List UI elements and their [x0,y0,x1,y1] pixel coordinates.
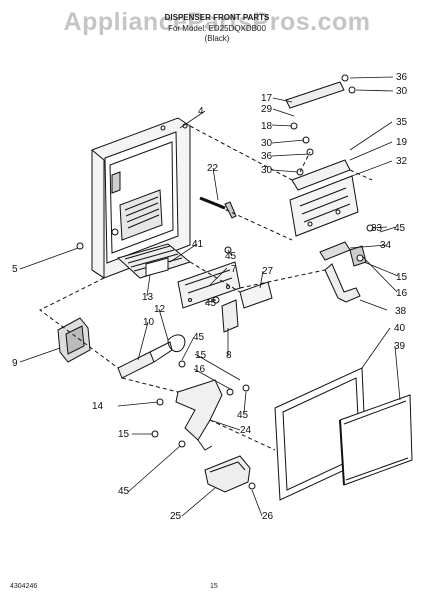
spring-part-12 [167,334,186,353]
callout-26: 26 [262,511,274,522]
callout-45d: 45 [193,332,205,343]
callout-45c: 45 [205,298,217,309]
doc-number: 4304246 [10,583,38,590]
lever-part-10 [117,341,173,379]
callout-36: 36 [396,72,408,83]
chute-part-25 [204,455,251,493]
callout-labels: 36 30 17 29 4 18 35 30 19 36 32 30 22 33… [12,72,408,522]
callout-5: 5 [12,264,18,275]
cross-member-part-17 [285,81,345,109]
callout-4: 4 [198,106,204,117]
screw-parts [76,74,374,490]
callout-15c: 15 [118,429,130,440]
callout-15: 15 [396,272,408,283]
callout-12: 12 [154,304,166,315]
tube-part-22 [199,196,226,210]
callout-18: 18 [261,121,273,132]
leader-lines [19,76,401,517]
callout-34: 34 [380,240,392,251]
callout-7: 7 [231,264,237,275]
callout-45e: 45 [237,410,249,421]
callout-33: 33 [371,223,383,234]
callout-16: 16 [396,288,408,299]
callout-40: 40 [394,323,406,334]
callout-45b: 45 [225,251,237,262]
callout-30: 30 [396,86,408,97]
callout-38: 38 [395,306,407,317]
callout-45f: 45 [118,486,130,497]
callout-41: 41 [192,239,204,250]
callout-32: 32 [396,156,408,167]
callout-14: 14 [92,401,104,412]
callout-15b: 15 [195,350,207,361]
callout-27: 27 [262,266,274,277]
ice-lever-part-24 [175,379,223,451]
page-number: 15 [210,583,218,590]
callout-30c: 30 [261,165,273,176]
callout-8: 8 [226,350,232,361]
switch-part-34 [319,241,351,261]
front-panel-part-39 [339,394,413,486]
callout-45: 45 [394,223,406,234]
callout-35: 30 [261,138,273,149]
callout-24: 24 [240,425,252,436]
callout-29: 29 [261,104,273,115]
diagram-title: DISPENSER FRONT PARTS [164,13,270,22]
actuator-part-38 [324,263,361,303]
color-label: (Black) [204,34,230,43]
callout-10: 10 [143,317,155,328]
callout-17: 17 [261,93,273,104]
callout-13: 13 [142,292,154,303]
bracket-part-27 [239,281,273,309]
actuator-pad-part-9 [57,317,91,363]
assembly-dashed-lines [39,125,373,451]
bracket-part-8 [221,299,239,333]
label-part-41 [145,257,169,277]
callout-25: 25 [170,511,182,522]
callout-36b: 36 [261,151,273,162]
callout-19: 19 [396,137,408,148]
dispenser-housing-part-4 [91,117,191,279]
model-line: For Model: ED25DQXDB00 [168,24,266,33]
callout-16b: 16 [194,364,206,375]
callout-30b: 35 [396,117,408,128]
callout-9: 9 [12,358,18,369]
callout-22: 22 [207,163,219,174]
callout-39: 39 [394,341,406,352]
